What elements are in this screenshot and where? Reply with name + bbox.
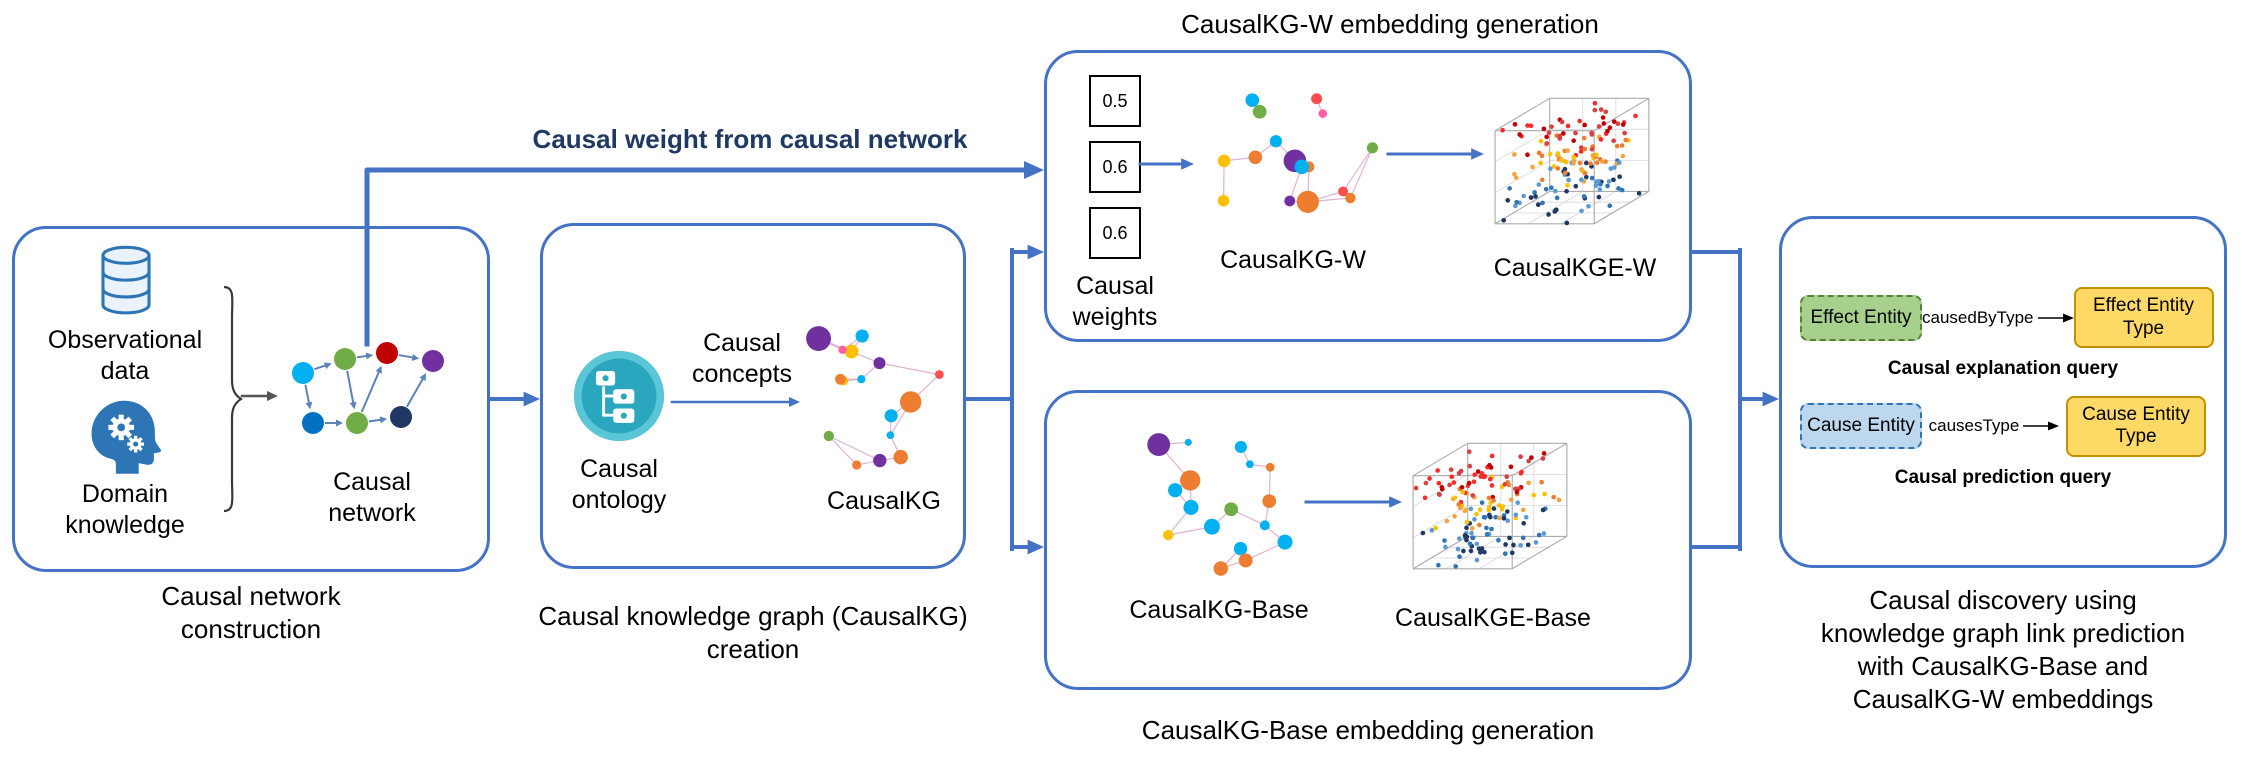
relation-label: causesType — [1928, 416, 2020, 436]
causestype-relation: causesType — [1922, 416, 2066, 436]
causal-prediction-query-caption: Causal prediction query — [1894, 466, 2112, 488]
causalkg-base-label: CausalKG-Base — [1129, 596, 1309, 624]
causal-network-label: Causal network — [328, 468, 416, 527]
causal-weight-arrow-label: Causal weight from causal network — [532, 124, 968, 154]
causedbytype-relation: causedByType — [1922, 308, 2074, 328]
ontology-icon — [573, 350, 665, 442]
effect-entity-box: Effect Entity — [1800, 294, 1922, 341]
causal-network-graph — [292, 342, 444, 434]
effect-entity-type-box: Effect Entity Type — [2073, 287, 2214, 348]
causal-explanation-row: Effect Entity causedByType Effect Entity… — [1800, 287, 2214, 348]
cause-entity-box: Cause Entity — [1800, 403, 1922, 450]
panel-causalkgw-embedding: 0.5 0.6 0.6 Causal weights CausalKG-W Ca… — [1044, 50, 1692, 342]
causal-weight-value: 0.6 — [1089, 207, 1141, 259]
causal-weights-label: Causal weights — [1072, 272, 1158, 331]
stage1-caption: Causal network construction — [161, 581, 341, 645]
panel-causal-discovery: Effect Entity causedByType Effect Entity… — [1779, 216, 2227, 568]
embedding-scatter-cube-icon — [1494, 97, 1650, 226]
causalkge-base-label: CausalKGE-Base — [1395, 604, 1591, 632]
caption-line: CausalKG-W embeddings — [1852, 684, 2154, 715]
caption-line: knowledge graph link prediction — [1820, 618, 2186, 649]
curly-brace-icon — [223, 285, 243, 513]
stage2-caption: Causal knowledge graph (CausalKG) creati… — [538, 601, 968, 665]
knowledge-graph-icon — [1217, 93, 1379, 214]
panel-causalkgbase-embedding: CausalKG-Base CausalKGE-Base — [1044, 390, 1692, 690]
stage5-caption: Causal discovery using knowledge graph l… — [1756, 584, 2250, 716]
observational-data-label: Observational data — [47, 326, 203, 385]
causal-concepts-arrow-label: Causal concepts — [691, 329, 793, 388]
stage3-title: CausalKG-W embedding generation — [1181, 9, 1599, 39]
causal-prediction-row: Cause Entity causesType Cause Entity Typ… — [1800, 396, 2206, 457]
domain-knowledge-label: Domain knowledge — [65, 480, 185, 539]
causal-ontology-label: Causal ontology — [571, 455, 667, 514]
causal-explanation-query-caption: Causal explanation query — [1887, 358, 2119, 379]
embedding-scatter-cube-icon — [1412, 442, 1568, 570]
relation-label: causedByType — [1922, 307, 2034, 327]
database-icon — [101, 245, 151, 315]
head-gears-icon — [91, 400, 162, 474]
cause-entity-type-box: Cause Entity Type — [2066, 396, 2206, 457]
causalkg-w-label: CausalKG-W — [1220, 246, 1366, 274]
relation-arrow-icon — [2037, 313, 2074, 323]
knowledge-graph-icon — [1147, 433, 1293, 576]
caption-line: with CausalKG-Base and — [1857, 651, 2149, 682]
caption-line: Causal discovery using — [1869, 585, 2137, 615]
causal-weight-value: 0.5 — [1089, 75, 1141, 127]
stage4-caption: CausalKG-Base embedding generation — [1141, 715, 1595, 745]
panel-causal-network-construction: Observational data Domain knowledge Caus… — [12, 226, 490, 572]
causalkge-w-label: CausalKGE-W — [1493, 254, 1657, 282]
knowledge-graph-icon — [806, 326, 944, 470]
causal-weight-value: 0.6 — [1089, 141, 1141, 193]
causalkg-label: CausalKG — [827, 487, 941, 515]
panel-causalkg-creation: Causal ontology Causal concepts CausalKG — [540, 223, 966, 569]
relation-arrow-icon — [2023, 421, 2060, 431]
